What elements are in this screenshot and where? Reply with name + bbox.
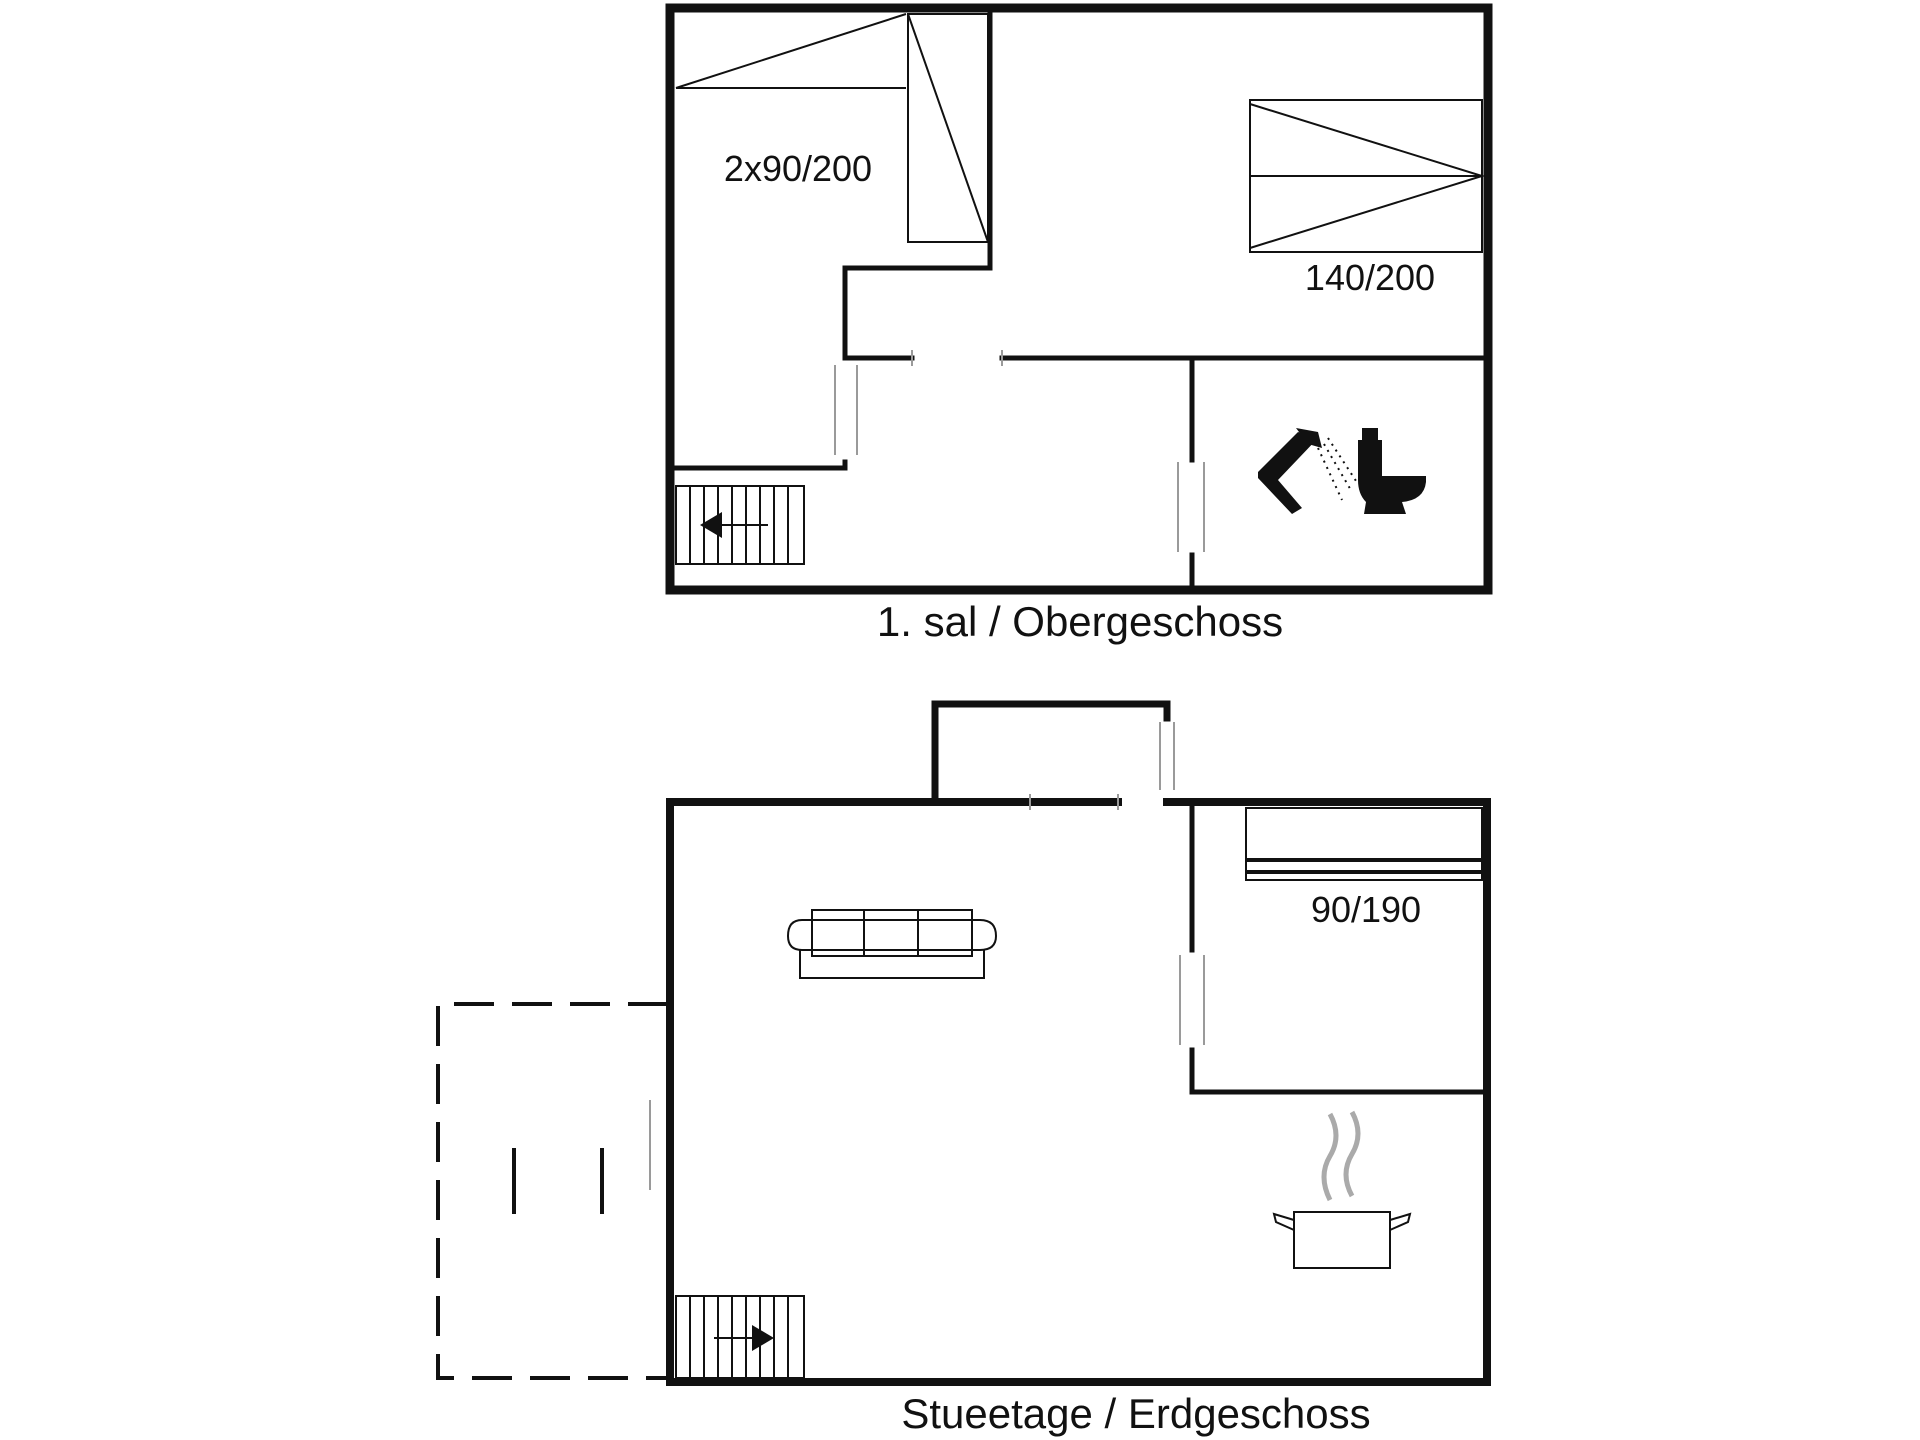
- ground-floor: 90/190 Stueetage / Er: [436, 700, 1491, 1437]
- sofa-icon: [786, 909, 998, 979]
- upper-door-gap-bath: [1177, 462, 1205, 552]
- toilet-icon: [1358, 428, 1426, 514]
- entrance-door-gap: [1029, 794, 1119, 810]
- single-bed-icon: [1245, 807, 1483, 881]
- upper-door-gap-center: [911, 350, 1003, 366]
- shower-icon: [1258, 428, 1359, 514]
- upper-bedroom-partition: [842, 11, 993, 361]
- terrace-outline: [436, 1002, 668, 1380]
- upper-door-gap-left: [834, 365, 858, 455]
- ground-bedroom-wall: [1189, 805, 1485, 1095]
- upper-floor: 2x90/200 140/200 1. sal / Obergeschoss: [665, 3, 1493, 645]
- upper-floor-outer-wall: [665, 3, 1493, 595]
- double-bed-size-label: 140/200: [1305, 257, 1435, 298]
- staircase-up-icon: [675, 1295, 805, 1379]
- porch-door-gap: [1159, 722, 1175, 790]
- bunk-bed-size-label: 2x90/200: [724, 148, 872, 189]
- ground-floor-outer-wall-main: [666, 798, 1491, 1386]
- upper-floor-label: 1. sal / Obergeschoss: [877, 598, 1283, 645]
- upper-stair-partition: [672, 459, 848, 471]
- single-bed-size-label: 90/190: [1311, 889, 1421, 930]
- porch-wall: [931, 700, 1171, 804]
- staircase-down-icon: [675, 485, 805, 565]
- bunk-bed-icon: [675, 13, 989, 243]
- ground-floor-label: Stueetage / Erdgeschoss: [901, 1390, 1370, 1437]
- cooking-pot-icon: [1272, 1110, 1412, 1269]
- ground-bedroom-door-gap: [1179, 955, 1205, 1045]
- double-bed-icon: [1249, 99, 1486, 253]
